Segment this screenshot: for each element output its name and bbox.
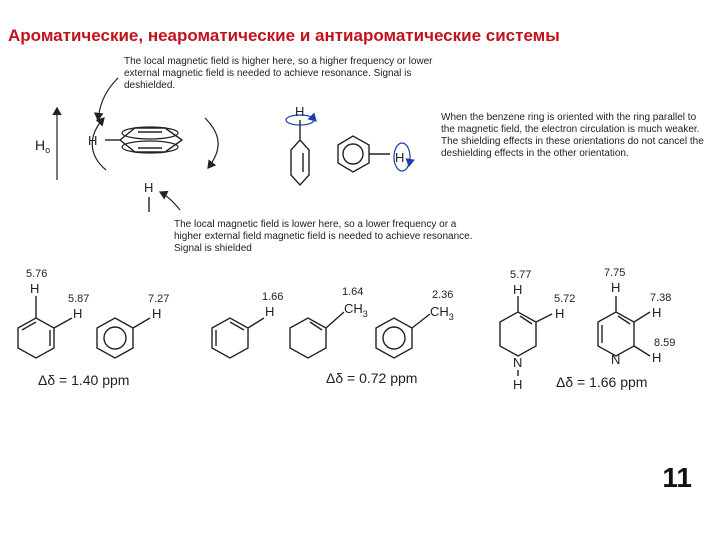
- toluene: [375, 313, 431, 359]
- deshield-pointer: [93, 77, 119, 122]
- page-number: 11: [662, 462, 692, 493]
- cyclohexadiene-group-1: [17, 296, 73, 359]
- h0-label: Ho: [35, 137, 50, 155]
- delta-group-2: Δδ = 0.72 ppm: [326, 370, 418, 386]
- shift-c3: 7.75: [604, 267, 625, 279]
- benzene-vertical: [285, 112, 317, 187]
- shift-c2: 5.72: [554, 293, 575, 305]
- h-a1: H: [30, 281, 39, 296]
- h-c1: H: [513, 282, 522, 297]
- delta-group-3: Δδ = 1.66 ppm: [556, 374, 648, 390]
- h-b1: H: [265, 304, 274, 319]
- shift-b2: 1.64: [342, 286, 363, 298]
- ch3-b3: CH3: [430, 304, 454, 322]
- shielded-note: The local magnetic field is lower here, …: [174, 219, 473, 254]
- slide-title: Ароматические, неароматические и антиаро…: [8, 26, 560, 45]
- vertical-h: H: [295, 104, 304, 119]
- tetrahydropyridine: [499, 296, 553, 376]
- shift-b3: 2.36: [432, 289, 453, 301]
- horizontal-h: H: [395, 150, 404, 165]
- shift-c5: 8.59: [654, 337, 675, 349]
- shift-b1: 1.66: [262, 291, 283, 303]
- shift-c1: 5.77: [510, 269, 531, 281]
- shift-a2: 5.87: [68, 293, 89, 305]
- deshielded-note: The local magnetic field is higher here,…: [124, 56, 433, 91]
- h-a3: H: [152, 306, 161, 321]
- ring-h-bottom: H: [144, 180, 153, 195]
- benzene-ring-current: [91, 117, 219, 171]
- shift-c4: 7.38: [650, 292, 671, 304]
- benzene-group-1: [96, 317, 151, 359]
- methylcyclohexadiene: [289, 311, 345, 359]
- nh-h: H: [513, 377, 522, 392]
- shift-a3: 7.27: [148, 293, 169, 305]
- ring-h-left: H: [88, 133, 97, 148]
- cyclohexadiene-group-2: [211, 317, 265, 359]
- ch3-b2: CH3: [344, 301, 368, 319]
- h-a2: H: [73, 306, 82, 321]
- delta-group-1: Δδ = 1.40 ppm: [38, 372, 130, 388]
- benzene-horizontal: [337, 135, 415, 173]
- h-c2: H: [555, 306, 564, 321]
- orientation-note: When the benzene ring is oriented with t…: [441, 112, 704, 159]
- pyridine-n: N: [611, 352, 620, 367]
- h-c3: H: [611, 280, 620, 295]
- h-c5: H: [652, 350, 661, 365]
- shield-pointer: [158, 190, 181, 211]
- nh-n: N: [513, 355, 522, 370]
- pyridine: [597, 296, 651, 357]
- shift-a1: 5.76: [26, 268, 47, 280]
- h-c4: H: [652, 305, 661, 320]
